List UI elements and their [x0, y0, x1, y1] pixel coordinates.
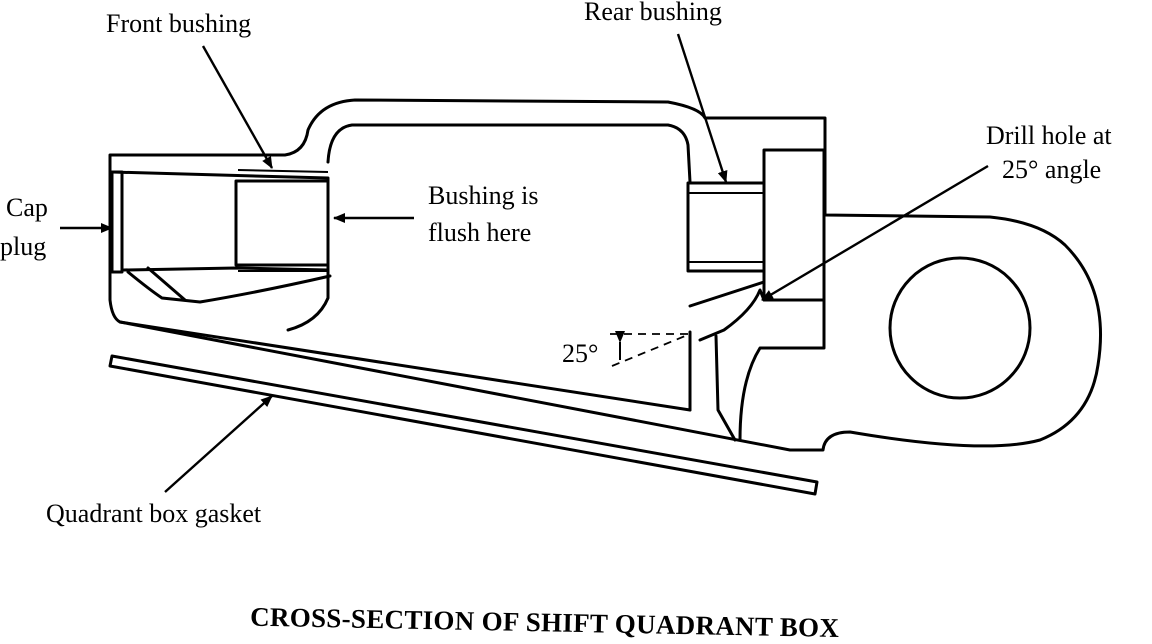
- front-bushing-label: Front bushing: [106, 9, 251, 38]
- gasket-label: Quadrant box gasket: [46, 499, 262, 528]
- cap-plug-label-line2: plug: [0, 232, 46, 261]
- round-boss-hole: [888, 256, 1032, 400]
- flush-label-line1: Bushing is: [428, 181, 539, 210]
- flush-label-line2: flush here: [428, 218, 531, 247]
- angle-label: 25°: [562, 339, 598, 368]
- drill-hole-label-line1: Drill hole at: [986, 121, 1112, 150]
- quadrant-box-gasket: [108, 354, 819, 496]
- cap-plug-shape: [110, 170, 124, 274]
- front-bushing-leader: [201, 45, 274, 169]
- cap-plug-label-line1: Cap: [6, 193, 48, 222]
- figure-caption: CROSS-SECTION OF SHIFT QUADRANT BOX: [250, 602, 840, 643]
- drill-hole-leader: [761, 164, 989, 302]
- box-outer-outline: [108, 98, 1102, 452]
- box-inner-cavity: [326, 123, 692, 184]
- rear-boss: [762, 148, 826, 302]
- front-bore: [110, 170, 330, 332]
- quadrant-box-body: [108, 98, 1102, 452]
- drill-hole-label-line2: 25° angle: [1002, 155, 1101, 184]
- rear-bushing-leader: [676, 33, 728, 183]
- angle-indicator: [610, 331, 691, 367]
- gasket-leader: [164, 395, 273, 493]
- front-bushing-shape: [234, 179, 330, 267]
- rear-bushing-label: Rear bushing: [584, 0, 722, 26]
- rear-bushing-shape: [686, 181, 766, 273]
